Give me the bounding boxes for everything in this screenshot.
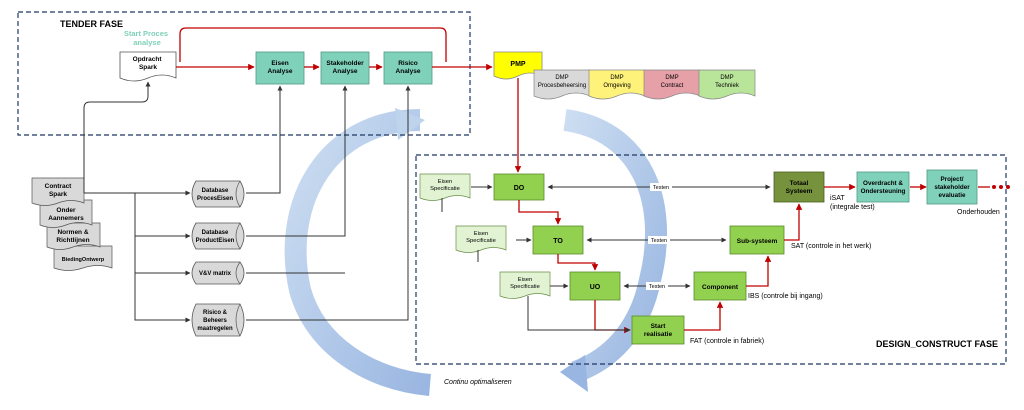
vv-matrix: V&V matrix xyxy=(191,261,245,285)
continuation-dots xyxy=(992,185,1010,189)
testen-labels: Testen Testen Testen xyxy=(646,183,672,290)
isat-label: iSAT(integrale test) xyxy=(830,195,875,211)
svg-text:Testen: Testen xyxy=(653,185,669,191)
svg-text:BiedingOntwerp: BiedingOntwerp xyxy=(62,257,105,263)
tender-flow-arrows xyxy=(176,27,493,71)
svg-text:V&V matrix: V&V matrix xyxy=(199,271,232,277)
contract-documents-stack: BiedingOntwerp Normen &Richtlijnen Onder… xyxy=(31,177,113,271)
design-flow-arrows xyxy=(518,183,990,334)
fat-label: FAT (controle in fabriek) xyxy=(690,338,764,345)
normen-richtlijnen-document: Normen &Richtlijnen xyxy=(46,222,101,250)
sat-label: SAT (controle in het werk) xyxy=(791,243,871,250)
continu-optimaliseren-label: Continu optimaliseren xyxy=(444,379,512,386)
sub-systeem-box: Sub-systeem xyxy=(729,225,785,255)
svg-text:UO: UO xyxy=(590,284,601,291)
contract-connectors xyxy=(83,81,191,323)
svg-text:Testen: Testen xyxy=(649,284,665,290)
component-box: Component xyxy=(693,271,747,301)
opdracht-spark-document: Opdracht Spark xyxy=(119,51,177,82)
design-construct-phase-title: DESIGN_CONSTRUCT FASE xyxy=(876,339,998,349)
svg-text:Normen &Richtlijnen: Normen &Richtlijnen xyxy=(56,229,89,244)
svg-text:Overdracht &Ondersteuning: Overdracht &Ondersteuning xyxy=(861,180,906,195)
ibs-label: IBS (controle bij ingang) xyxy=(748,293,823,300)
overdracht-box: Overdracht &Ondersteuning xyxy=(856,171,910,203)
do-box: DO xyxy=(493,173,545,201)
start-process-label: Start Proces analyse xyxy=(124,29,170,47)
svg-text:PMP: PMP xyxy=(510,61,526,68)
svg-text:Component: Component xyxy=(702,284,739,291)
svg-text:Opdracht Spark: Opdracht Spark xyxy=(133,56,164,71)
specificatie-connectors xyxy=(441,184,631,333)
tender-phase-title: TENDER FASE xyxy=(60,19,123,29)
continu-optimaliseren-arrows xyxy=(284,108,668,396)
uo-box: UO xyxy=(569,271,621,301)
database-connectors xyxy=(246,85,411,321)
svg-text:TO: TO xyxy=(553,238,563,245)
svg-text:Sub-systeem: Sub-systeem xyxy=(737,238,778,245)
tender-phase-frame xyxy=(17,11,471,136)
onderhouden-label: Onderhouden xyxy=(957,209,1000,216)
svg-text:Testen: Testen xyxy=(651,238,667,244)
to-box: TO xyxy=(532,225,584,255)
svg-text:DO: DO xyxy=(514,185,525,192)
bieding-ontwerp-document: BiedingOntwerp xyxy=(53,245,113,271)
